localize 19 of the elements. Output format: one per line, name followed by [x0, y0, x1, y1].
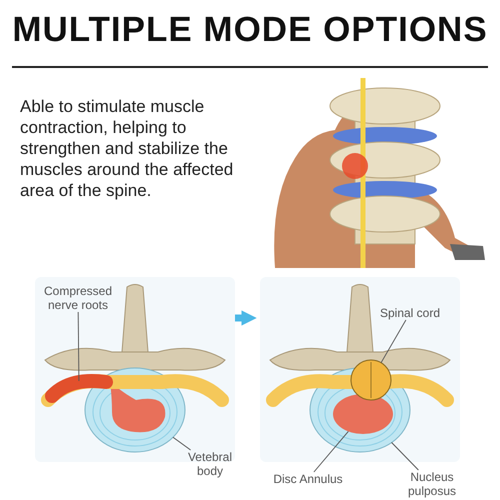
arrow: [235, 310, 257, 326]
part-label: Disc Annulus: [262, 472, 354, 486]
nerve-root: [45, 374, 113, 403]
spinal-cord: [350, 360, 392, 400]
leader-line: [172, 436, 192, 450]
title: MULTIPLE MODE OPTIONS: [11, 10, 489, 50]
description-text: Able to stimulate muscle contraction, helping to strengthen and stabilize the muscles around the affected area of the spine.: [20, 96, 234, 201]
part-label: Spinal cord: [370, 306, 450, 320]
leader-line: [380, 320, 406, 364]
vertebra-drawing: [260, 277, 460, 462]
leader-line: [313, 430, 349, 472]
part-label: Vetebral body: [175, 450, 245, 478]
leader-line: [78, 312, 80, 382]
vertebra-drawing: [35, 277, 235, 462]
disc-nucleus: [333, 394, 393, 434]
part-label: Compressed nerve roots: [28, 284, 128, 312]
leader-line: [391, 442, 419, 470]
vertebral-body: [84, 368, 186, 452]
part-label: Nucleus pulposus: [392, 470, 472, 498]
